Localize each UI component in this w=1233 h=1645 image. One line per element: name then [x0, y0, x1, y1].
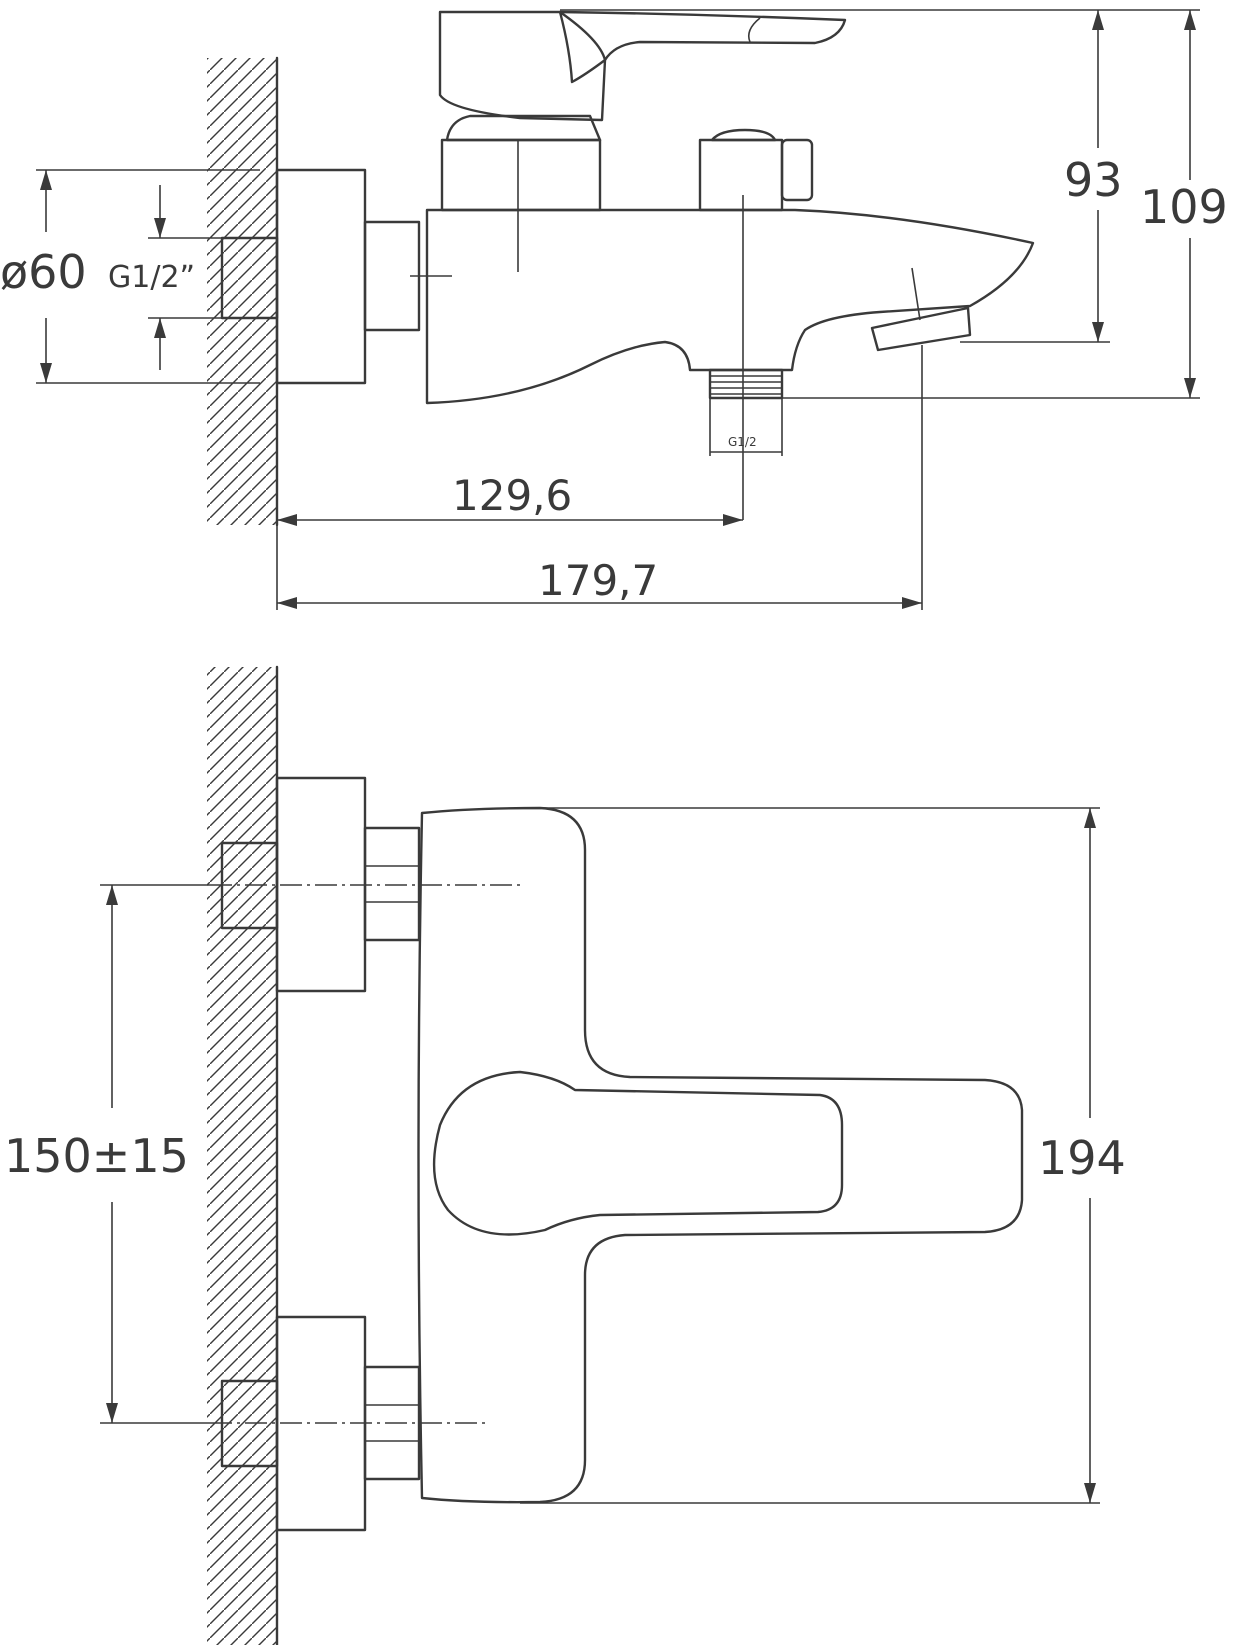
distance-150-label: 150±15 [4, 1129, 189, 1183]
top-view: 150±15 194 [4, 665, 1126, 1645]
thread-inlet-label: G1/2” [108, 260, 195, 295]
thread-outlet-label: G1/2 [728, 435, 757, 449]
length-129-label: 129,6 [452, 471, 572, 520]
lever-top [432, 1070, 844, 1236]
wall-flange [275, 168, 367, 385]
diverter-lever [780, 138, 814, 202]
diameter-label: ø60 [0, 245, 87, 299]
side-view: G1/2 ø60 G1/2” 93 109 [0, 9, 1228, 610]
width-194-label: 194 [1038, 1131, 1126, 1185]
height-109-label: 109 [1140, 180, 1228, 234]
diverter-knob [698, 138, 784, 212]
outlet-thread [708, 368, 784, 400]
cartridge-housing [440, 138, 602, 212]
wall-hatch-bottom [207, 667, 277, 1645]
upper-nut [363, 826, 421, 942]
length-179-label: 179,7 [538, 556, 658, 605]
handle [438, 10, 847, 122]
body-top [417, 806, 1024, 1504]
faucet-body [425, 208, 1035, 405]
spout-outlet [870, 306, 972, 352]
height-93-label: 93 [1064, 153, 1123, 207]
wall-hatch-top [207, 58, 277, 525]
